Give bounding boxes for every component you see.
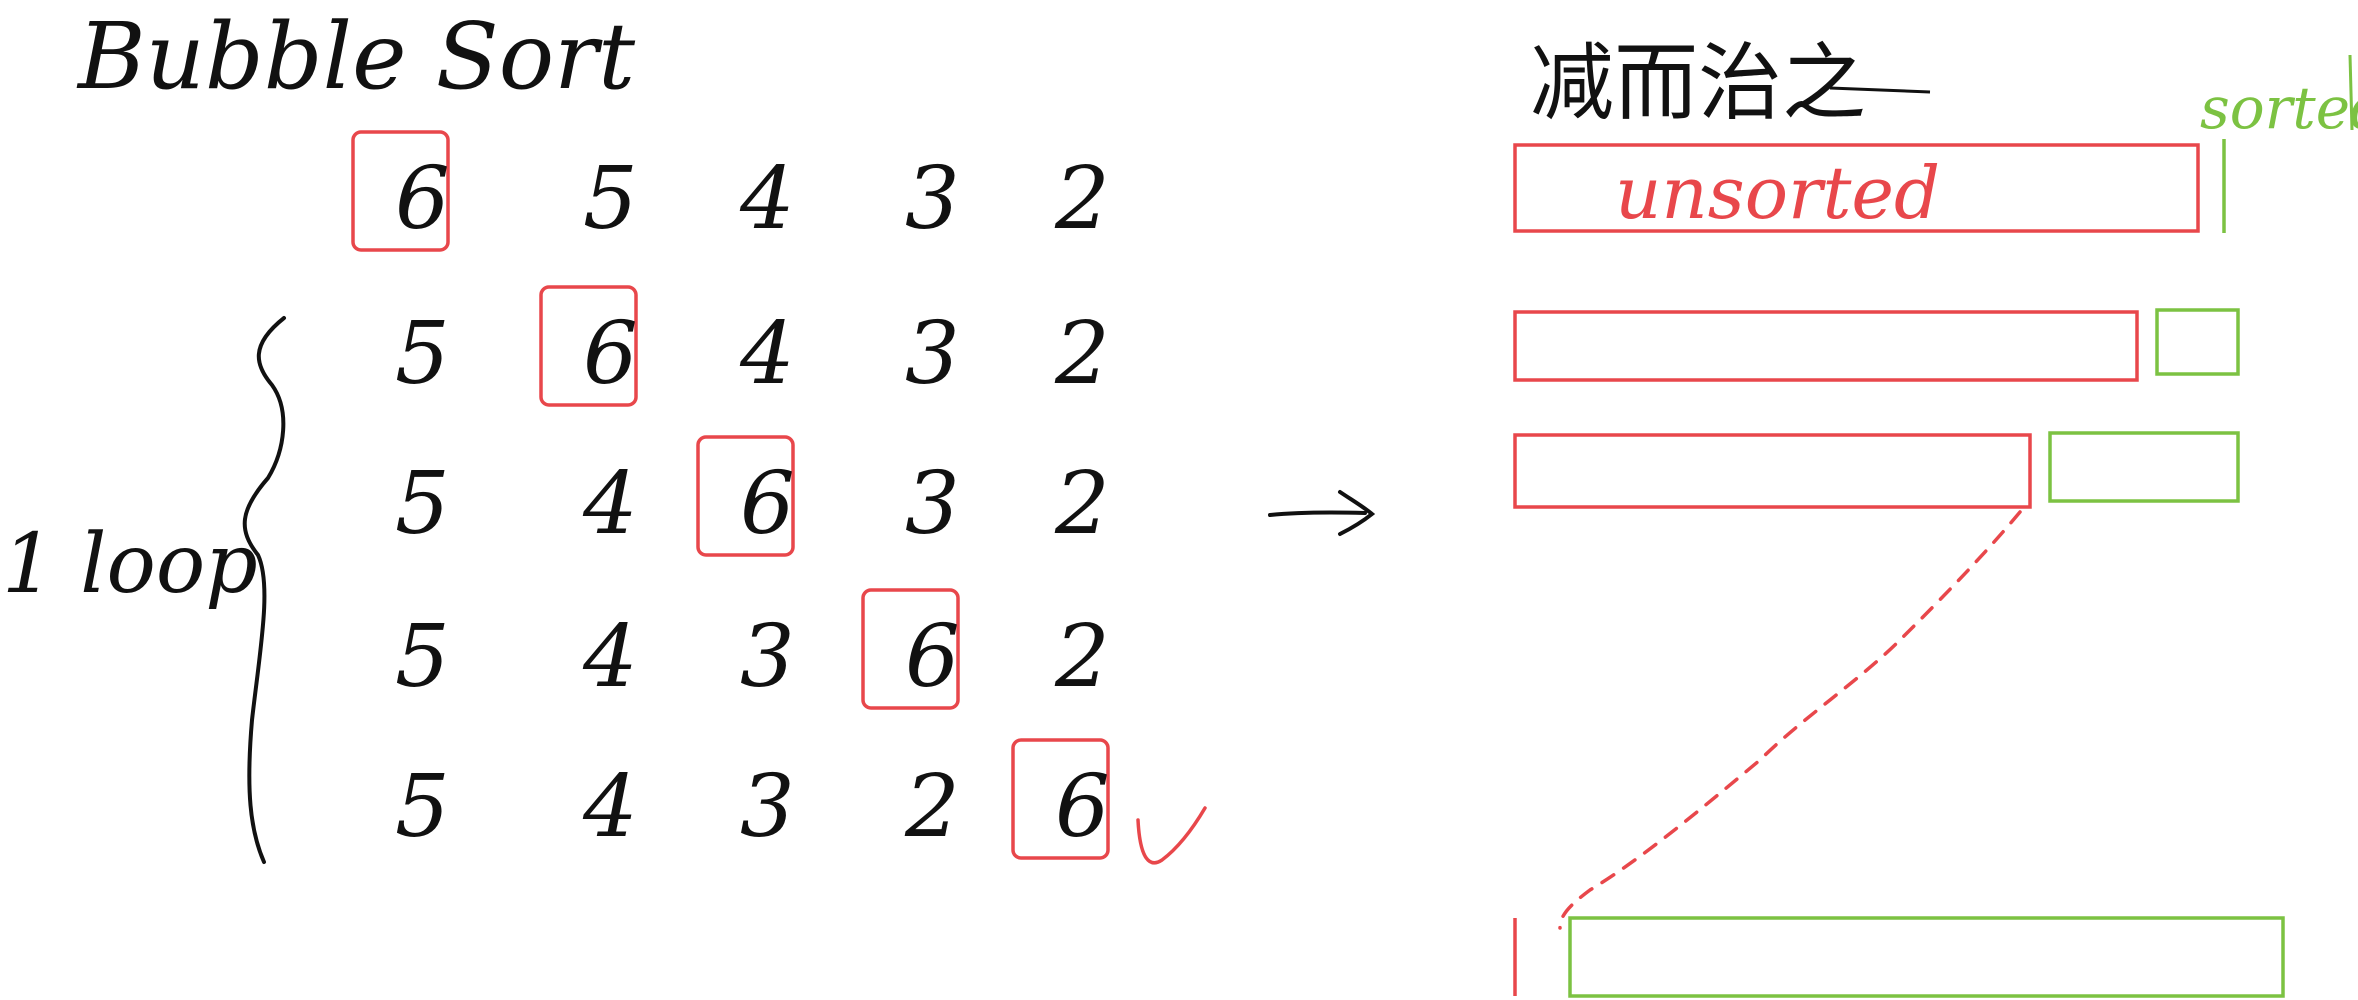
digit-cell: 3 (905, 304, 960, 404)
highlight-box (696, 435, 795, 557)
digit-cell: 2 (1054, 454, 1110, 554)
sorted-bar (2155, 308, 2240, 376)
final-hook-stroke (1136, 806, 1207, 865)
digit-cell: 5 (395, 607, 450, 707)
digit-cell: 2 (1054, 304, 1110, 404)
digit-cell: 4 (739, 149, 795, 249)
digit-cell: 6 (1055, 757, 1110, 857)
digit-cell: 5 (395, 304, 450, 404)
cjk-title-underline-stroke (1829, 86, 1931, 94)
loop-label: 1 loop (2, 517, 258, 612)
unsorted-label: unsorted (1615, 151, 1940, 235)
unsorted-bar (1513, 143, 2200, 233)
digit-cell: 2 (1054, 149, 1110, 249)
dashed-connector (1558, 510, 2022, 930)
digit-cell: 4 (582, 757, 638, 857)
digit-cell: 5 (395, 757, 450, 857)
digit-cell: 6 (905, 607, 960, 707)
digit-cell: 4 (739, 304, 795, 404)
digit-cell: 6 (740, 454, 795, 554)
loop-brace (242, 316, 286, 864)
digit-cell: 5 (583, 149, 638, 249)
digit-cell: 2 (1054, 607, 1110, 707)
digit-cell: 6 (583, 304, 638, 404)
highlight-box (1011, 738, 1110, 860)
cjk-title: 减而治之 (1530, 34, 1866, 132)
digit-cell: 3 (740, 757, 795, 857)
unsorted-bar (1513, 433, 2032, 509)
digit-cell: 3 (905, 454, 960, 554)
progress-bars (1513, 139, 2285, 998)
highlight-box (861, 588, 960, 710)
highlight-box (539, 285, 638, 407)
digit-cell: 3 (905, 149, 960, 249)
sorted-label-stroke (2348, 54, 2354, 131)
sorted-bar (2048, 431, 2240, 503)
unsorted-bar (1513, 310, 2139, 382)
digit-cell: 6 (395, 149, 450, 249)
digit-cell: 4 (582, 454, 638, 554)
sorted-label: sorted (2200, 74, 2358, 142)
digit-cell: 3 (740, 607, 795, 707)
digit-cell: 2 (904, 757, 960, 857)
digit-cell: 4 (582, 607, 638, 707)
digit-cell: 5 (395, 454, 450, 554)
highlight-box (351, 130, 450, 252)
diagram-title: Bubble Sort (76, 3, 636, 110)
right-arrow-icon (1268, 490, 1376, 536)
sorted-bar (1568, 916, 2285, 998)
